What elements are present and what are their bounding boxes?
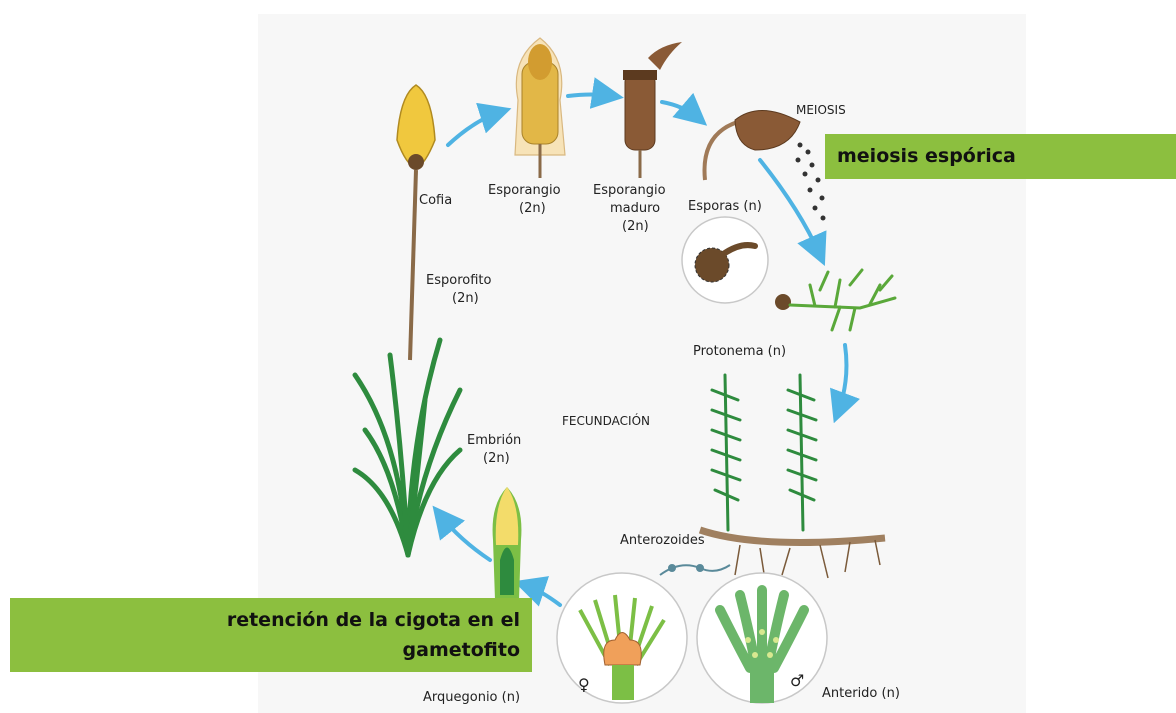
banner-meiosis-text: meiosis espórica xyxy=(837,145,1016,167)
female-symbol: ♀ xyxy=(578,675,590,694)
esporangio-illustration xyxy=(514,37,566,178)
spore-inset-illustration xyxy=(681,216,769,304)
male-symbol: ♂ xyxy=(790,671,805,690)
label-embrion: Embrión xyxy=(467,433,522,448)
cycle-arrows xyxy=(432,77,861,607)
label-meiosis: MEIOSIS xyxy=(796,103,846,117)
meiosis-capsule-illustration xyxy=(702,110,826,221)
banner-retencion-cigota: retención de la cigota en el gametofito xyxy=(10,598,532,672)
arrow-protonema-to-gametophyte xyxy=(830,343,861,424)
label-arquegonio: Arquegonio (n) xyxy=(423,690,521,705)
label-anterozoides: Anterozoides xyxy=(620,533,705,548)
arquegonio-illustration xyxy=(556,572,688,704)
label-fecundacion: FECUNDACIÓN xyxy=(562,414,650,428)
label-anterido: Anterido (n) xyxy=(822,686,900,701)
label-maduro-2n: (2n) xyxy=(622,219,649,234)
banner-retencion-line1: retención de la cigota en el xyxy=(226,609,520,631)
embrion-illustration xyxy=(492,487,522,600)
arrow-embrion-to-esporofito xyxy=(432,505,492,562)
label-esporangio-maduro: Esporangio xyxy=(593,183,666,198)
label-embrion-2n: (2n) xyxy=(483,451,510,466)
label-esporofito: Esporofito xyxy=(426,273,492,288)
banner-retencion-line2: gametofito xyxy=(402,639,520,661)
label-cofia: Cofia xyxy=(419,193,453,208)
anterido-illustration xyxy=(696,572,828,704)
banner-meiosis-esporica: meiosis espórica xyxy=(825,134,1176,179)
label-esporangio: Esporangio xyxy=(488,183,561,198)
esporofito-plant-illustration xyxy=(352,337,463,558)
label-protonema: Protonema (n) xyxy=(693,344,787,359)
gametophyte-illustration xyxy=(698,373,886,581)
esporangio-maduro-illustration xyxy=(623,42,682,178)
arrow-arquegonio-to-embrion xyxy=(513,576,562,607)
arrow-meiosis-to-protonema xyxy=(758,158,827,266)
anterozoides-illustration xyxy=(659,564,731,576)
arrow-maduro-to-meiosis xyxy=(660,92,708,126)
arrow-cofia-to-esporangio xyxy=(446,102,512,147)
label-maduro: maduro xyxy=(610,201,661,216)
label-esporangio-2n: (2n) xyxy=(519,201,546,216)
label-esporas: Esporas (n) xyxy=(688,199,762,214)
cofia-illustration xyxy=(396,84,436,361)
protonema-illustration xyxy=(775,268,897,332)
arrow-esporangio-to-maduro xyxy=(566,77,624,109)
label-esporofito-2n: (2n) xyxy=(452,291,479,306)
